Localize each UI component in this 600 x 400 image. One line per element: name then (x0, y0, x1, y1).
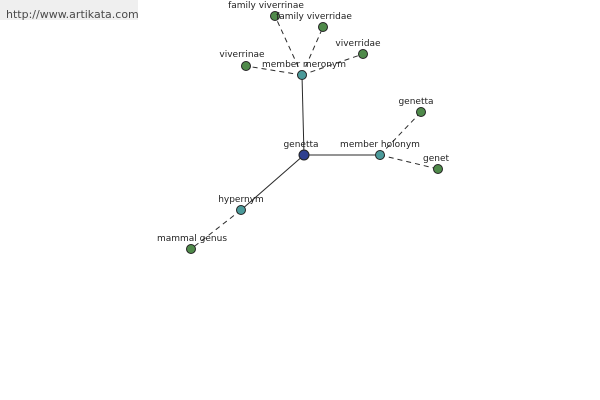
node-viverridae[interactable] (358, 49, 368, 59)
label-mammal-genus[interactable]: mammal genus (157, 234, 227, 244)
site-url-link[interactable]: http://www.artikata.com (6, 8, 139, 21)
edge-member-holonym-to-genetta-term (379, 111, 422, 156)
label-hypernym[interactable]: hypernym (218, 195, 264, 205)
label-family-viverrinae[interactable]: family viverrinae (228, 1, 304, 11)
node-viverrinae[interactable] (241, 61, 251, 71)
node-family-viverridae[interactable] (318, 22, 328, 32)
edge-hypernym-to-mammal-genus (190, 209, 242, 250)
node-genetta-term[interactable] (416, 107, 426, 117)
edge-member-meronym-to-family-viverrinae (274, 15, 303, 76)
node-hypernym[interactable] (236, 205, 246, 215)
node-mammal-genus[interactable] (186, 244, 196, 254)
label-family-viverridae[interactable]: family viverridae (276, 12, 352, 22)
label-viverrinae[interactable]: viverrinae (219, 50, 265, 60)
node-family-viverrinae[interactable] (270, 11, 280, 21)
edge-member-holonym-to-genet (379, 154, 439, 170)
label-genet[interactable]: genet (423, 154, 449, 164)
node-genetta-center[interactable] (298, 149, 310, 161)
edge-member-meronym-to-viverridae (301, 53, 364, 76)
edges-layer (190, 15, 439, 250)
label-member-meronym[interactable]: member meronym (262, 60, 346, 70)
node-member-holonym[interactable] (375, 150, 385, 160)
labels-layer: genetta member meronym member holonym hyper… (157, 1, 449, 244)
edge-member-meronym-to-viverrinae (245, 65, 303, 76)
edge-genetta-center-to-member-meronym (301, 74, 305, 156)
node-genet[interactable] (433, 164, 443, 174)
node-member-meronym[interactable] (297, 70, 307, 80)
label-genetta-center[interactable]: genetta (283, 140, 318, 150)
site-banner: http://www.artikata.com (0, 0, 139, 21)
label-member-holonym[interactable]: member holonym (340, 140, 420, 150)
edge-genetta-center-to-hypernym (240, 154, 305, 211)
nodes-layer (186, 11, 443, 254)
label-genetta-term[interactable]: genetta (398, 97, 433, 107)
label-viverridae[interactable]: viverridae (335, 39, 381, 49)
